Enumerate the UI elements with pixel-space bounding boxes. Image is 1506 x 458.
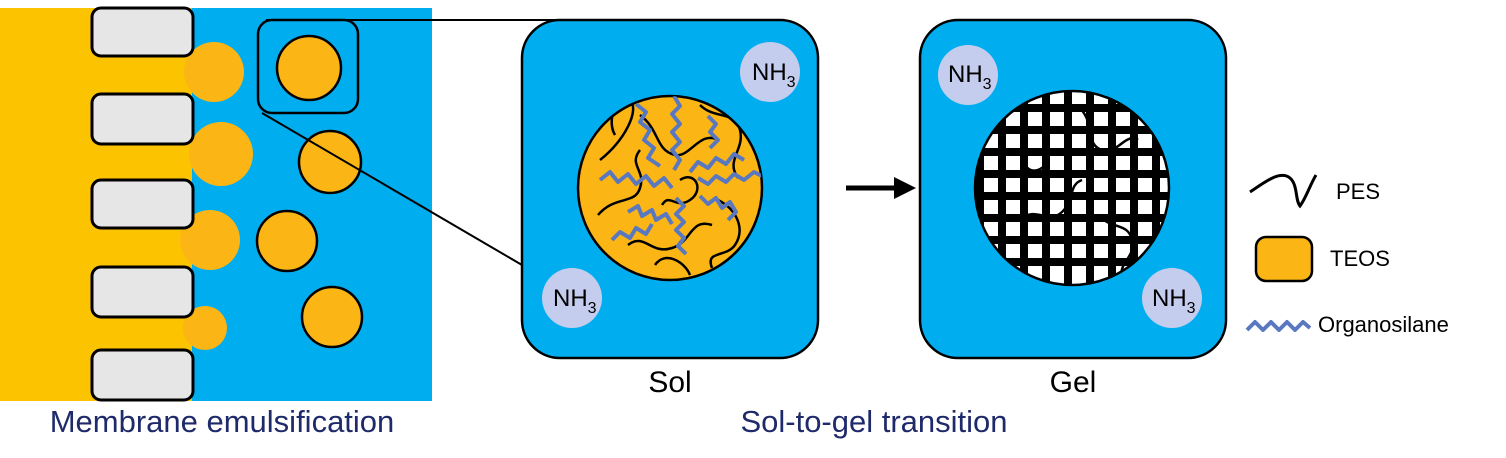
legend: PES TEOS Organosilane [1245, 173, 1449, 337]
nh3-label: NH3 [553, 285, 597, 317]
pes-chain [709, 198, 741, 269]
membrane-pore [90, 6, 195, 58]
detached-droplet [300, 285, 364, 349]
membrane-emulsification-panel [0, 6, 432, 402]
organosilane-chain [674, 196, 688, 256]
pes-chain [653, 256, 692, 276]
gel-panel: NH3 NH3 Gel [918, 18, 1228, 399]
organosilane-chain [670, 96, 682, 172]
nh3-label: NH3 [1152, 285, 1196, 317]
organosilane-chain [626, 204, 674, 226]
legend-item-organosilane: Organosilane [1245, 312, 1449, 337]
detached-droplet [297, 129, 363, 195]
pes-chain [627, 222, 713, 251]
forming-droplet [184, 42, 244, 102]
legend-label-teos: TEOS [1330, 246, 1390, 271]
legend-item-teos: TEOS [1254, 235, 1390, 283]
forming-droplet [183, 306, 227, 350]
pes-chain [597, 149, 643, 216]
nh3-bubble [740, 42, 800, 102]
organosilane-zigzag-icon [1245, 320, 1312, 332]
membrane-pore [90, 92, 195, 146]
pes-chain [699, 104, 743, 179]
organosilane-chain [610, 222, 654, 242]
organosilane-chain [598, 170, 674, 190]
forming-droplet [189, 122, 253, 186]
caption-membrane-emulsification: Membrane emulsification [50, 404, 395, 439]
nh3-bubble [542, 268, 602, 328]
gel-label: Gel [1050, 366, 1097, 399]
legend-item-pes: PES [1249, 173, 1380, 209]
organosilane-chain [696, 170, 762, 186]
sol-polymer-network [597, 96, 762, 276]
nh3-label: NH3 [752, 59, 796, 91]
teos-swatch-icon [1254, 235, 1314, 283]
pes-chain-icon [1249, 173, 1318, 209]
organosilane-chain [698, 194, 738, 222]
membrane-pore [90, 265, 195, 319]
organosilane-chain [706, 114, 720, 150]
organosilane-chain [688, 152, 746, 174]
pes-chain [660, 176, 699, 206]
nh3-bubble [938, 45, 998, 105]
forming-droplet [180, 210, 240, 270]
nh3-bubble [1142, 268, 1202, 328]
caption-sol-to-gel-transition: Sol-to-gel transition [740, 404, 1007, 439]
sol-label: Sol [648, 366, 691, 399]
legend-label-pes: PES [1336, 179, 1380, 204]
zoomed-droplet [275, 34, 343, 102]
nh3-label: NH3 [948, 61, 992, 93]
right-arrow-icon [846, 177, 916, 199]
organosilane-chain [634, 102, 662, 168]
membrane-pore [90, 178, 195, 230]
legend-label-organosilane: Organosilane [1318, 312, 1449, 337]
detached-droplet [255, 209, 319, 273]
membrane-pore [90, 348, 195, 402]
sol-panel: NH3 NH3 Sol [520, 18, 820, 399]
zoom-connector-bottom [261, 112, 523, 266]
